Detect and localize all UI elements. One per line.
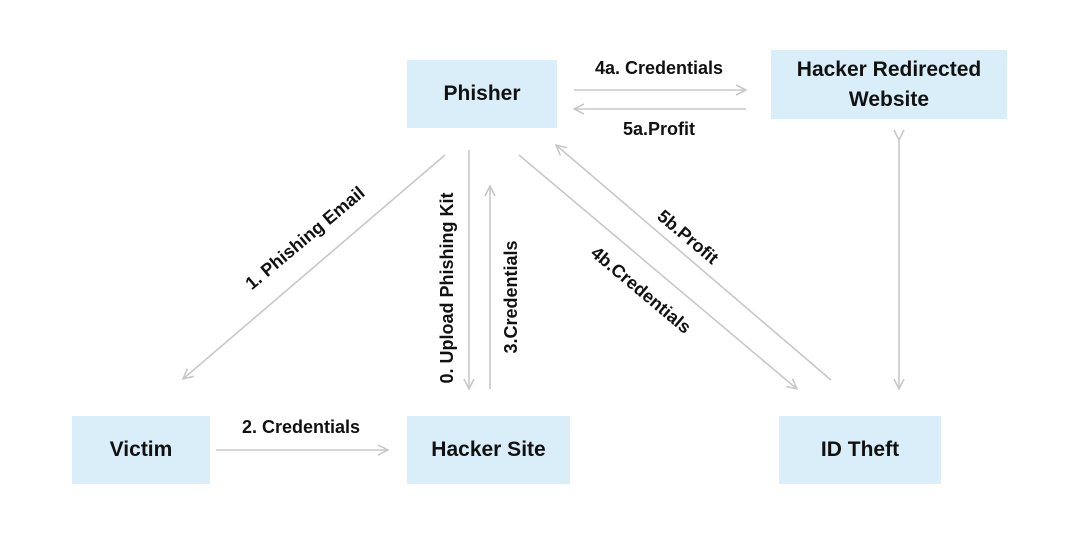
arrow-credentials-4b: [518, 154, 797, 389]
label-credentials-4a: 4a. Credentials: [594, 58, 724, 78]
arrow-phishing-email: [183, 154, 446, 379]
arrow-profit-5b: [556, 145, 832, 381]
label-profit-5a: 5a.Profit: [622, 119, 696, 139]
node-hacker-redirected-website-label: Hacker Redirected Website: [796, 57, 982, 111]
label-credentials-victim-to-site: 2. Credentials: [241, 417, 361, 437]
label-upload-phishing-kit: 0. Upload Phishing Kit: [437, 192, 457, 384]
node-hacker-redirected-website: Hacker Redirected Website: [771, 50, 1007, 119]
node-victim: Victim: [72, 416, 210, 484]
node-id-theft: ID Theft: [779, 416, 941, 484]
label-credentials-site-to-phisher: 3.Credentials: [501, 240, 521, 354]
node-phisher: Phisher: [407, 60, 557, 128]
node-hacker-site: Hacker Site: [407, 416, 570, 484]
